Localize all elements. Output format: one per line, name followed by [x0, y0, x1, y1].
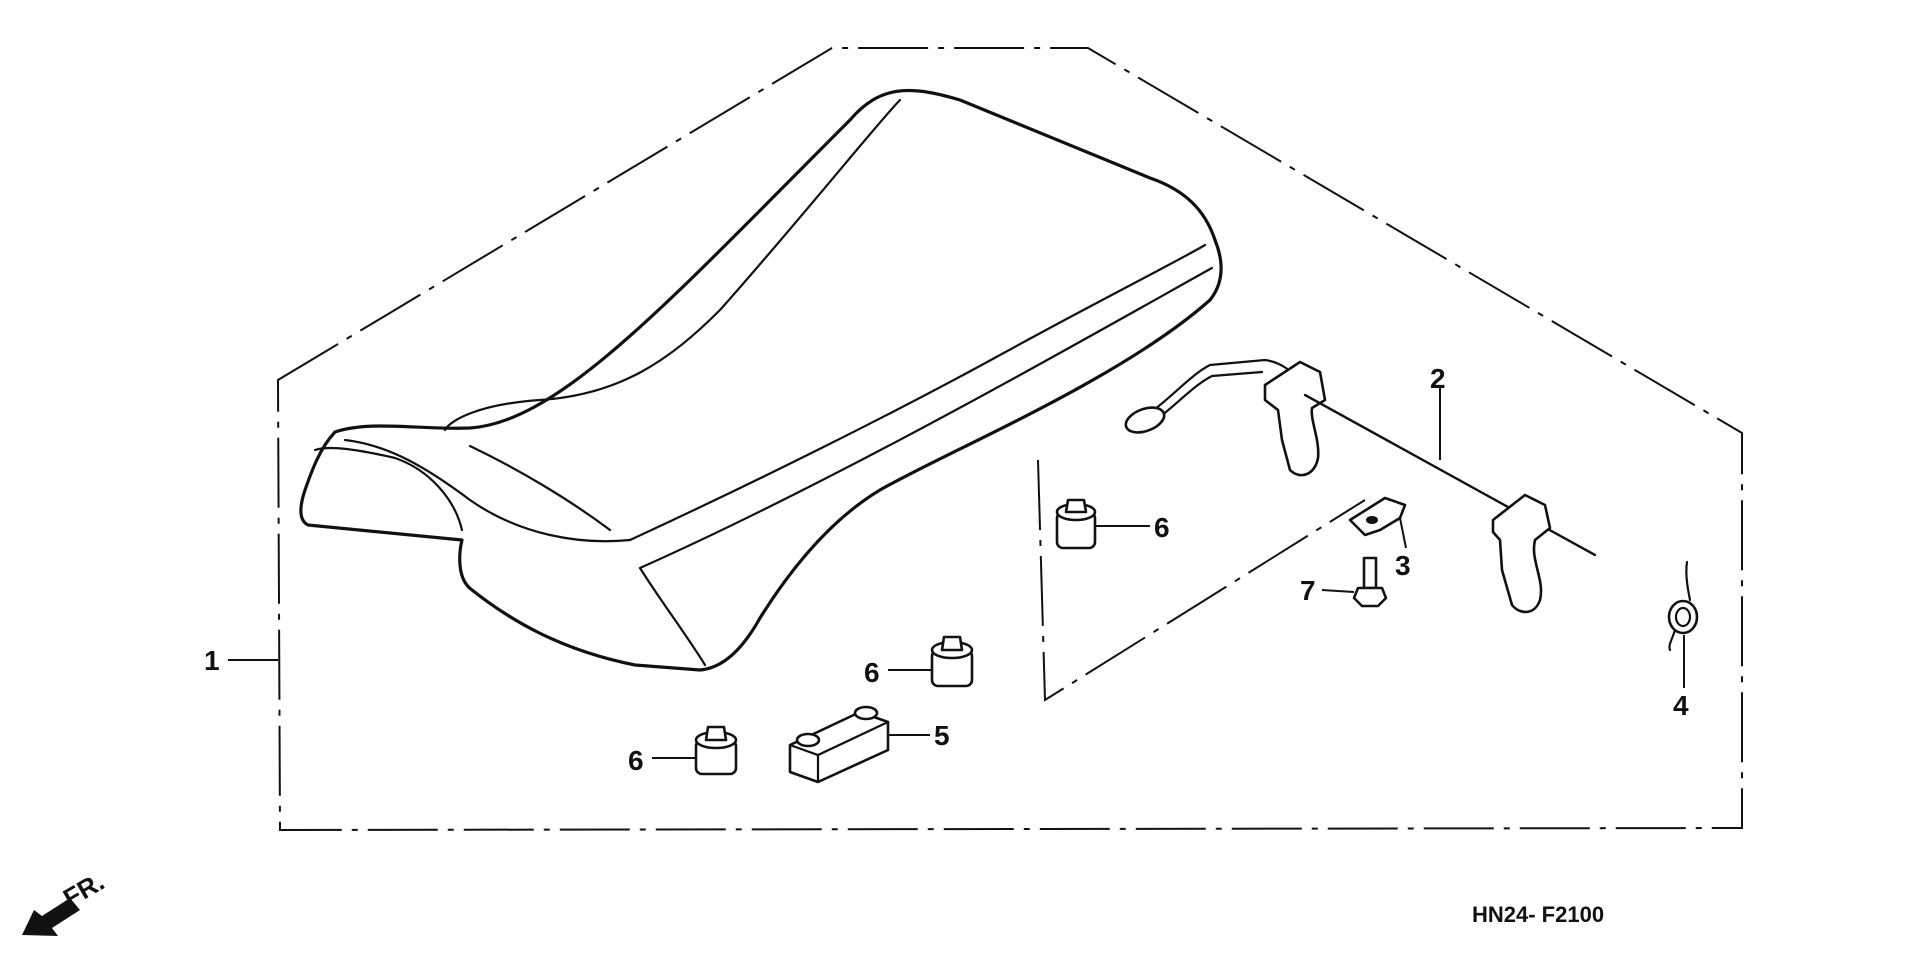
latch-rod-illustration [1124, 358, 1597, 614]
callout-bolt: 7 [1300, 575, 1316, 606]
callout-bracket-rubber: 5 [934, 720, 950, 751]
front-direction-arrow-icon [22, 898, 80, 936]
diagram-code: HN24- F2100 [1472, 902, 1604, 927]
clip-illustration [1348, 496, 1407, 549]
seat-illustration [299, 88, 1223, 672]
callout-cushion-c: 6 [628, 745, 644, 776]
cushion-illustration-c [652, 725, 738, 776]
callout-spring: 4 [1673, 690, 1689, 721]
spring-illustration [1667, 560, 1699, 688]
callout-clip: 3 [1395, 550, 1411, 581]
cushion-illustration-b [888, 635, 974, 688]
seat-group-boundary [1037, 459, 1366, 702]
cushion-illustration-a [1055, 498, 1150, 550]
callout-latch-rod: 2 [1430, 363, 1446, 394]
callout-cushion-a: 6 [1154, 512, 1170, 543]
bolt-illustration [1321, 556, 1388, 608]
bracket-rubber-illustration [788, 705, 930, 784]
callout-cushion-b: 6 [864, 657, 880, 688]
assembly-boundary [276, 47, 1743, 832]
callout-seat: 1 [204, 645, 220, 676]
